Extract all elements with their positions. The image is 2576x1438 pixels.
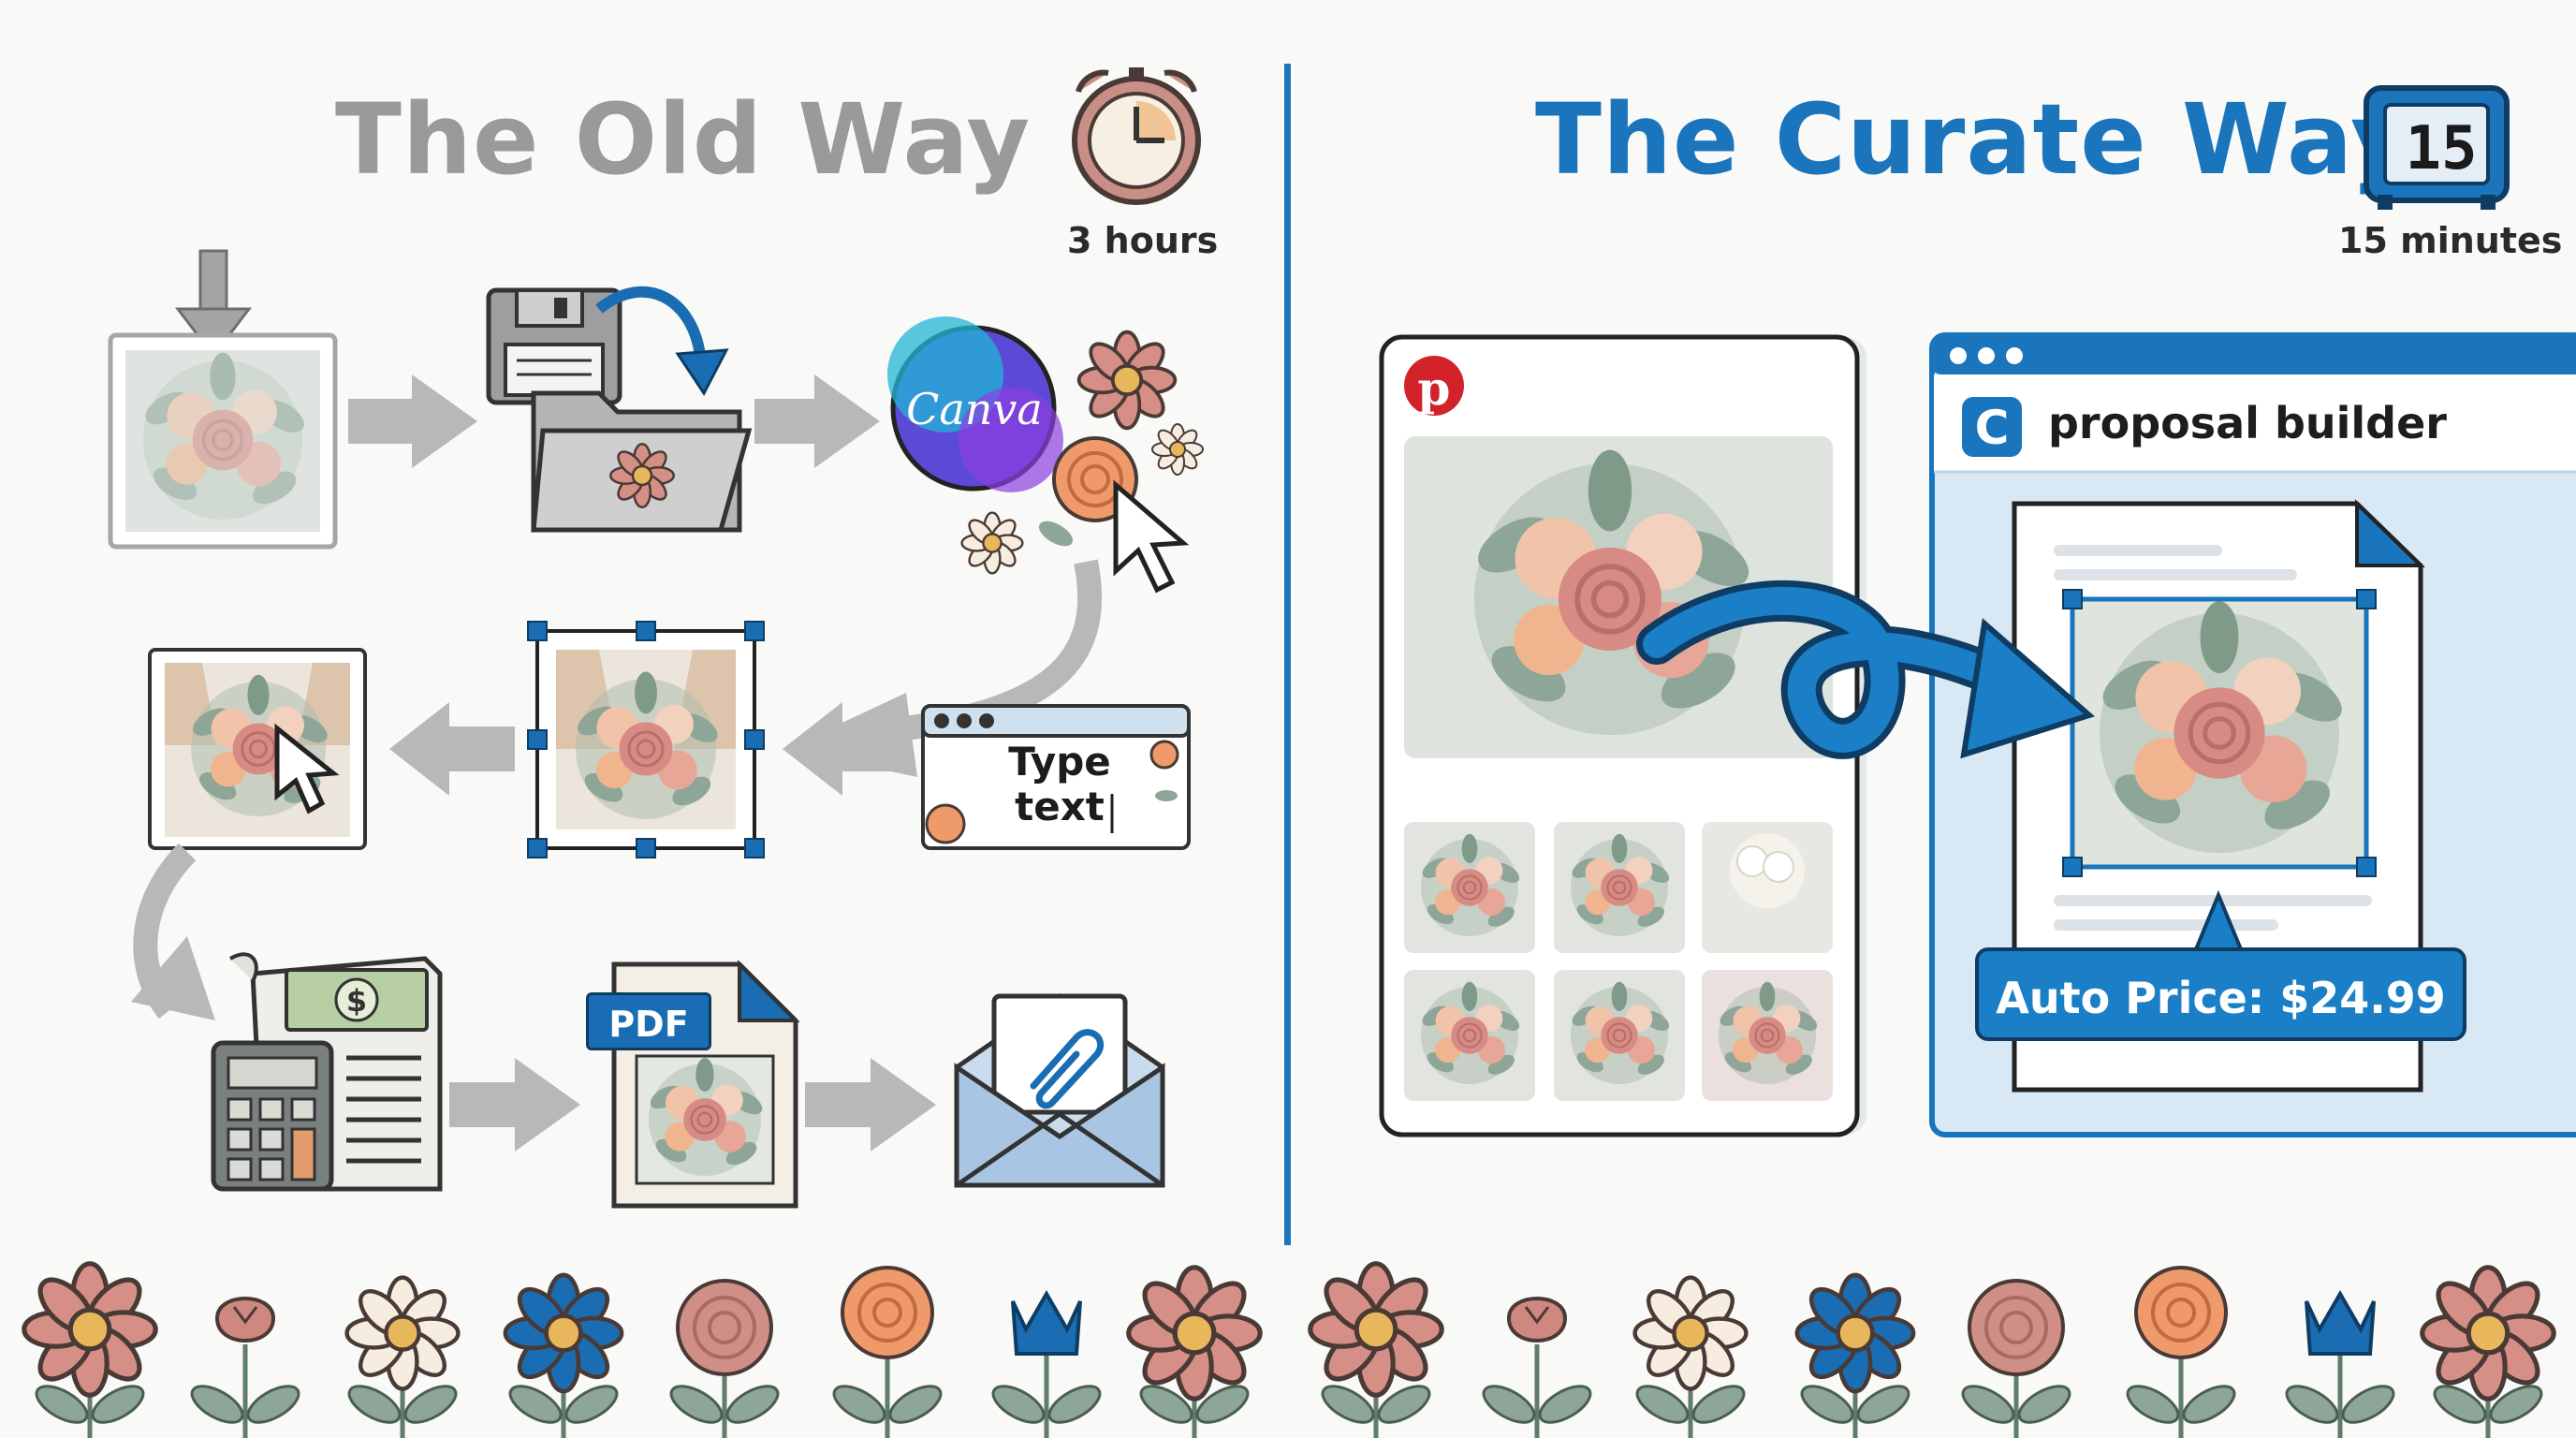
svg-text:C: C [1975,401,2010,455]
flow-arrow [449,1058,580,1152]
proposal-builder-title: proposal builder [2048,398,2447,448]
floppy-disk-icon [486,287,622,405]
auto-price-badge: Auto Price: $24.99 [1975,947,2466,1041]
center-divider [1284,64,1291,1245]
type-text-label: Type text [985,740,1134,829]
pinterest-icon: p [1404,356,1464,416]
photo-thumbnail [108,332,338,550]
flow-arrow [805,1058,936,1152]
canva-logo-label: Canva [906,384,1043,434]
flow-arrow [783,702,908,796]
curate-way-title: The Curate Way [1535,82,2415,197]
folder-icon [531,390,753,533]
type-text-line-1: Type [1008,739,1111,785]
old-way-title: The Old Way [335,82,1032,197]
alarm-clock-icon [1072,67,1201,205]
flow-arrow [348,374,477,468]
svg-text:p: p [1418,360,1451,416]
canva-logo-icon [887,316,1063,492]
pdf-file-icon [611,960,800,1209]
pdf-badge: PDF [586,992,711,1050]
pin-thumb-grid [1404,822,1833,1101]
svg-text:$: $ [346,983,367,1019]
curate-way-duration: 15 minutes [2338,220,2563,261]
selected-image [535,629,756,850]
calculator-icon [211,1040,334,1192]
timer-display: 15 [2405,114,2478,183]
digital-timer-icon [2364,85,2510,210]
cursor-icon [1113,479,1190,594]
old-way-duration: 3 hours [1067,220,1219,261]
resize-handles [527,621,765,858]
paperclip-icon [1030,1029,1105,1109]
pinterest-board [1379,334,1866,1137]
flow-arrow [389,702,515,796]
type-text-line-2: text [1015,784,1105,829]
flow-arrow [754,374,880,468]
cropped-image [148,648,367,850]
transfer-arrow [1636,580,2095,759]
text-editor-window [921,704,1191,850]
proposal-builder-window: C [1929,332,2576,1137]
flower-border [24,1264,2554,1438]
download-arrow-icon [174,249,253,359]
